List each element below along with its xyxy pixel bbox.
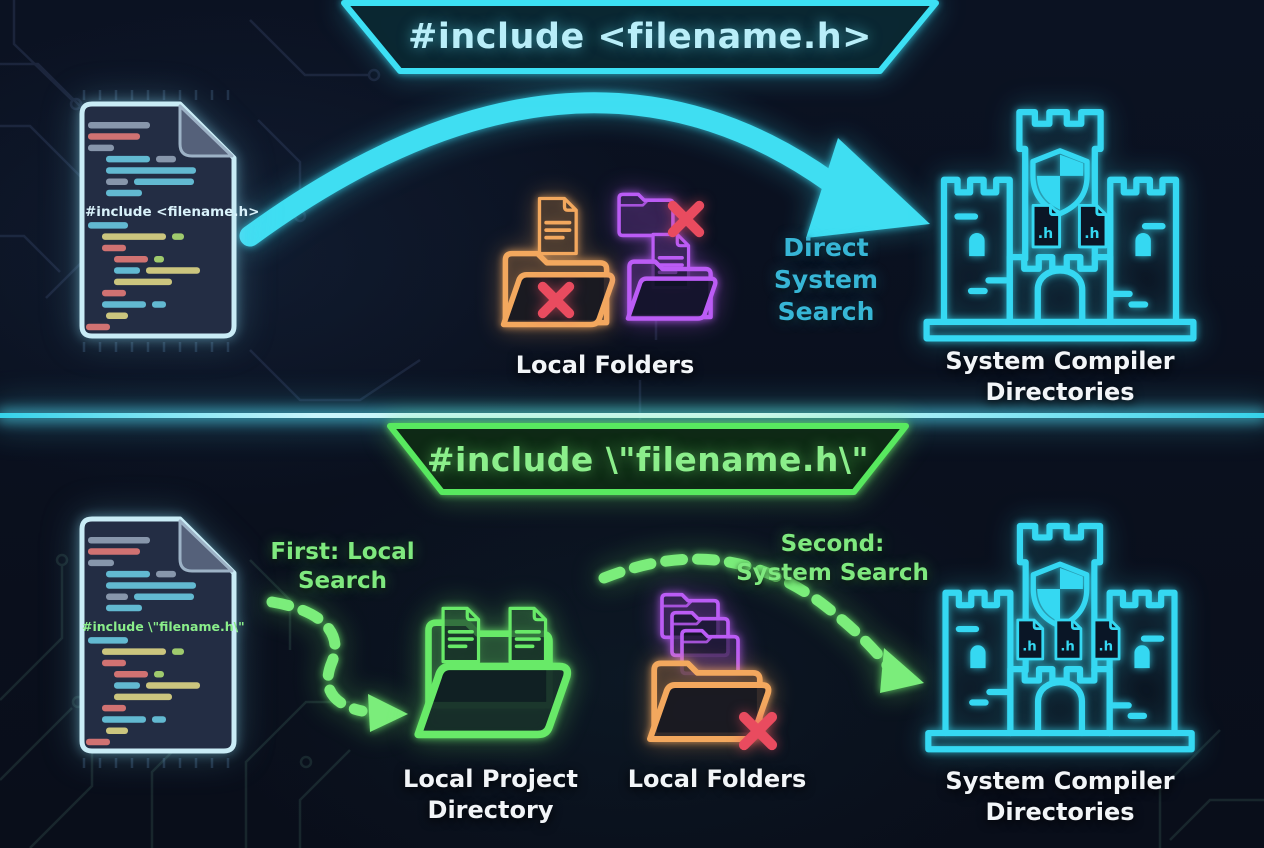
first-search-arrow [266,596,408,732]
header-file-icon [1054,618,1083,661]
local-folders-bottom [628,592,843,755]
local-folders-top [485,192,725,338]
first-local-search-label: First: Local Search [270,539,415,595]
purple-folder-icon [617,192,675,238]
header-file-icon [1016,618,1045,661]
local-folders-label-bottom: Local Folders [627,765,807,793]
include-line-bottom: #include \"filename.h\" [82,619,245,634]
second-system-search-label: Second: System Search [736,531,929,587]
header-file-icon [1031,204,1062,249]
system-directories-castle-bottom [915,505,1205,755]
local-folders-label-top: Local Folders [515,351,695,379]
castle-label-top: System Compiler Directories [945,347,1175,406]
system-directories-castle-top [915,90,1205,345]
bottom-banner-label: #include \"filename.h\" [426,440,870,479]
red-x-icon [673,206,700,233]
bottom-banner-frame [387,423,909,495]
document-icon [443,608,478,661]
source-file-top: #include <filename.h> [79,101,259,339]
header-file-icon [1078,204,1108,249]
include-line-top: #include <filename.h> [85,204,259,220]
code-lines-decoration [86,122,200,331]
header-file-icon [1092,618,1121,661]
top-banner: #include <filename.h> [328,0,952,76]
local-project-directory-folder [398,588,583,758]
direct-search-arrow [239,92,930,247]
top-banner-frame [341,0,939,74]
document-icon [540,199,577,254]
source-file-bottom: #include \"filename.h\" [79,516,245,754]
direct-system-search-label: Direct System Search [773,233,879,326]
top-banner-label: #include <filename.h> [408,17,872,57]
section-divider [0,413,1264,418]
second-search-arrow [598,553,924,693]
local-project-directory-label: Local Project Directory [403,765,578,824]
code-lines-decoration [86,537,200,746]
castle-label-bottom: System Compiler Directories [945,767,1175,826]
bottom-banner: #include \"filename.h\" [378,421,918,497]
document-icon [510,608,545,661]
